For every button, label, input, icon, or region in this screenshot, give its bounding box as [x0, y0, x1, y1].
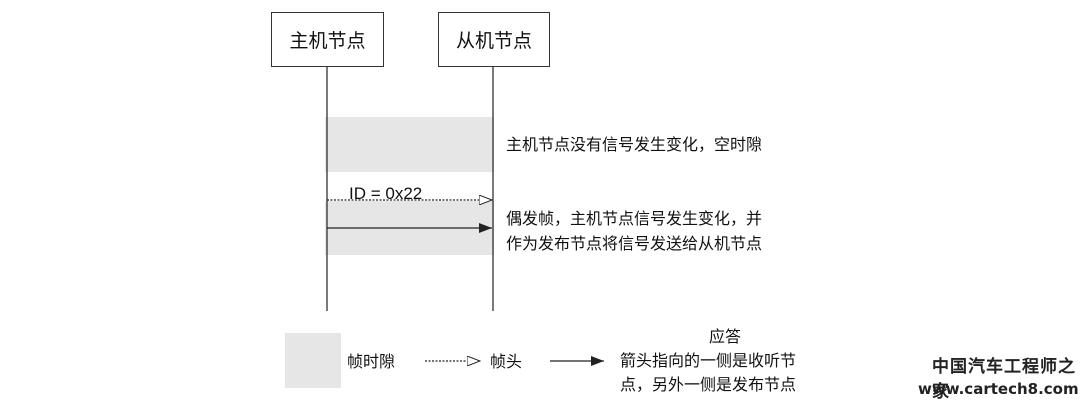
event-note-line1: 偶发帧，主机节点信号发生变化，并 [506, 209, 763, 228]
legend-header-label: 帧头 [490, 352, 523, 371]
slave-node-label: 从机节点 [455, 30, 532, 52]
master-node-box: 主机节点 [271, 12, 384, 67]
idle-frame-slot [325, 117, 494, 172]
legend-slot-label: 帧时隙 [347, 352, 396, 371]
slave-node-box: 从机节点 [438, 12, 550, 67]
legend-response-line2: 点，另外一侧是发布节点 [620, 375, 797, 394]
master-node-label: 主机节点 [289, 30, 366, 52]
legend-response-title: 应答 [709, 327, 742, 346]
frame-id-label: ID = 0x22 [349, 184, 423, 203]
legend-response-line1: 箭头指向的一侧是收听节 [620, 351, 797, 370]
legend-slot-swatch [285, 333, 341, 388]
watermark-title: 中国汽车工程师之家 [932, 357, 1076, 402]
watermark-url: www.cartech8.com [918, 380, 1079, 398]
idle-slot-note: 主机节点没有信号发生变化，空时隙 [506, 135, 763, 154]
event-note-line2: 作为发布节点将信号发送给从机节点 [506, 234, 763, 253]
